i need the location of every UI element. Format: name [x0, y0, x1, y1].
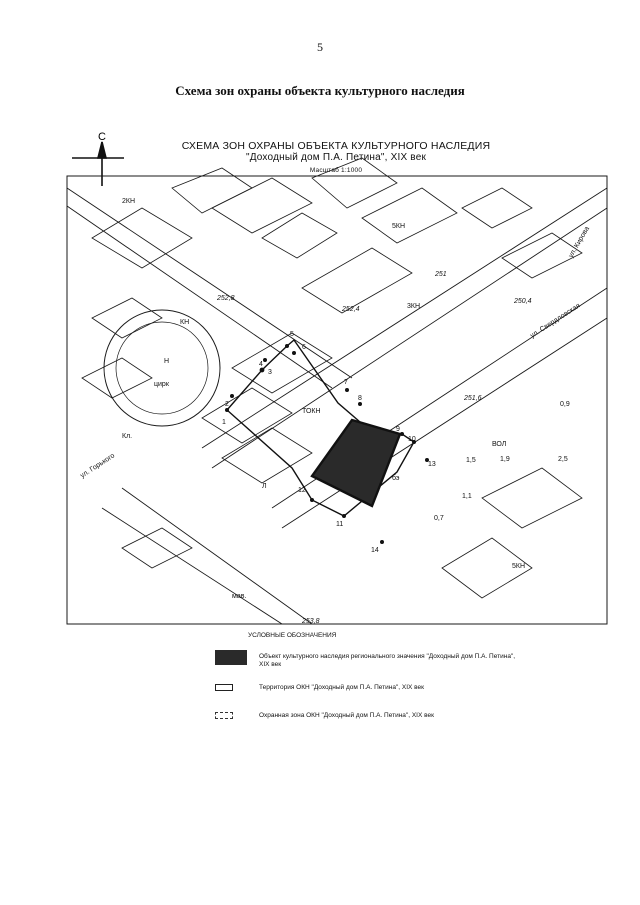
- building-label: 1,9: [500, 456, 510, 463]
- legend-title: УСЛОВНЫЕ ОБОЗНАЧЕНИЯ: [248, 632, 337, 639]
- elevation-labels: 252,8 252,4 251 250,4 251,6 253,8: [216, 271, 532, 625]
- point-label-7: 7: [344, 379, 348, 386]
- map-drawing: С: [66, 131, 608, 625]
- point-label-14: 14: [371, 547, 379, 554]
- building-label: цирк: [154, 381, 170, 388]
- page-number: 5: [317, 40, 323, 54]
- street-label-sverdlovskaya: ул. Свердловская: [529, 302, 581, 339]
- building-label: 2,5: [558, 456, 568, 463]
- protection-zone-map: С: [62, 128, 610, 628]
- building-label: КН: [180, 319, 189, 326]
- elevation-2: 252,4: [341, 306, 360, 313]
- point-labels: 1 2 3 4 5 6 7 8 9 10 11 12 13 14: [222, 331, 436, 554]
- point-label-11: 11: [336, 521, 343, 528]
- legend-text-territory: Территория ОКН "Доходный дом П.А. Петина…: [259, 684, 425, 691]
- building-label: Н: [164, 358, 169, 365]
- building-label: 0,9: [560, 401, 570, 408]
- map-frame: [66, 175, 608, 625]
- point-label-12: 12: [298, 487, 306, 494]
- elevation-4: 250,4: [513, 298, 532, 305]
- point-label-3: 3: [268, 369, 272, 376]
- point-label-13: 13: [428, 461, 436, 468]
- point-label-5: 5: [290, 331, 294, 338]
- boundary-points: [225, 344, 429, 544]
- building-label: мав.: [232, 593, 246, 600]
- point-label-6: 6: [302, 344, 306, 351]
- building-label: 3КН: [407, 303, 420, 310]
- legend-text-zone: Охранная зона ОКН "Доходный дом П.А. Пет…: [259, 712, 434, 719]
- building-label: Кл.: [122, 433, 132, 440]
- building-label: ВОЛ: [492, 441, 507, 448]
- document-title: Схема зон охраны объекта культурного нас…: [175, 83, 465, 98]
- building-label: ТОКН: [302, 408, 321, 415]
- building-label: 5КН: [392, 223, 405, 230]
- legend-text-object: Объект культурного наследия региональног…: [259, 653, 516, 668]
- elevation-5: 251,6: [463, 395, 482, 402]
- building-label: 5КН: [512, 563, 525, 570]
- building-label: бэ: [392, 474, 400, 482]
- protection-zone-boundary: [226, 338, 415, 517]
- legend-swatch-territory: [215, 684, 233, 691]
- building-label: 1,5: [466, 457, 476, 464]
- circus-building: [103, 309, 221, 427]
- point-label-1: 1: [222, 419, 226, 426]
- elevation-1: 252,8: [216, 295, 235, 302]
- point-label-8: 8: [358, 395, 362, 402]
- point-label-9: 9: [396, 426, 400, 433]
- street-lines: [66, 187, 608, 625]
- elevation-6: 253,8: [301, 618, 320, 625]
- point-label-2: 2: [225, 401, 229, 408]
- heritage-territory-boundary: [310, 418, 402, 508]
- map-scale: Масштаб 1:1000: [309, 167, 363, 174]
- legend-swatch-zone: [215, 712, 233, 719]
- building-label: 0,7: [434, 515, 444, 522]
- map-title-line-2: "Доходный дом П.А. Петина", XIX век: [245, 152, 427, 163]
- point-label-4: 4: [259, 361, 263, 368]
- map-title-line-1: СХЕМА ЗОН ОХРАНЫ ОБЪЕКТА КУЛЬТУРНОГО НАС…: [181, 140, 491, 152]
- map-title-block: СХЕМА ЗОН ОХРАНЫ ОБЪЕКТА КУЛЬТУРНОГО НАС…: [62, 140, 610, 177]
- building-label: 2КН: [122, 198, 135, 205]
- heritage-object-area: [311, 419, 401, 507]
- street-label-gorkogo: ул. Горького: [79, 452, 116, 479]
- north-arrow-icon: [72, 141, 124, 186]
- buildings: [81, 157, 583, 599]
- point-label-10: 10: [408, 436, 416, 443]
- legend-swatch-object: [215, 650, 247, 665]
- building-label: Л: [262, 483, 267, 490]
- building-label: 1,1: [462, 493, 472, 500]
- north-label: С: [98, 131, 106, 143]
- building-labels: 2КН 3КН 5КН КН Н цирк Кл. мав. Л ТОКН бэ…: [122, 198, 570, 600]
- elevation-3: 251: [434, 271, 447, 278]
